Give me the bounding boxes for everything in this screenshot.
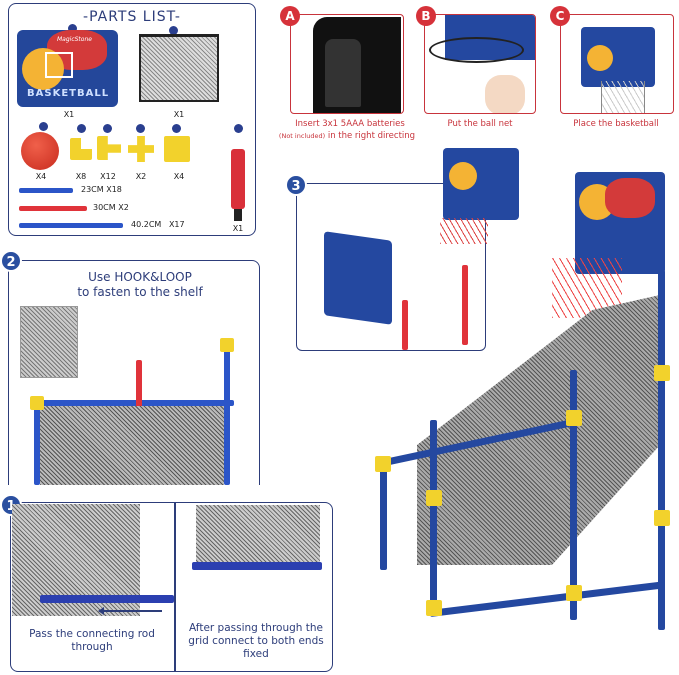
step-a-caption-line2: (Not included) in the right directing: [262, 131, 432, 141]
step-b-panel: [424, 14, 536, 114]
net-rod-image-right: [196, 505, 320, 569]
step-1-panel: [10, 502, 333, 672]
step-2-text-2: to fasten to the shelf: [77, 285, 203, 299]
net-image: [139, 34, 219, 102]
part-number-5: [103, 124, 112, 133]
step-2-text-1: Use HOOK&LOOP: [88, 270, 192, 284]
rod-30cm-length: 30CM: [93, 203, 116, 212]
rod-23cm-label: 23CM X18: [81, 185, 161, 194]
backboard-qty: X1: [63, 110, 75, 119]
step-b-badge: B: [416, 6, 436, 26]
rod-40cm-length: 40.2CM: [131, 220, 162, 229]
step-a-not-included: (Not included): [278, 132, 326, 140]
cross-qty: X2: [135, 172, 147, 181]
backboard-text: BASKETBALL: [27, 88, 110, 99]
rod-40cm-label: 40.2CM X17: [131, 220, 221, 229]
part-number-6: [136, 124, 145, 133]
tee-qty: X12: [100, 172, 116, 181]
corner-connector-image: [164, 136, 190, 162]
step-c-caption: Place the basketball: [573, 119, 659, 129]
connecting-rod-left: [40, 595, 174, 603]
elbow-connector-image: [70, 138, 92, 160]
ball-image: [21, 132, 59, 170]
parts-list-panel: -PARTS LIST- BASKETBALL MagicStone X1 X1…: [8, 3, 256, 236]
step-3-panel: [296, 183, 486, 351]
pump-qty: X1: [232, 224, 244, 233]
tee-connector-image: [97, 136, 121, 160]
step-1-divider: [174, 502, 176, 672]
connecting-rod-right: [192, 562, 322, 570]
rod-23cm-length: 23CM: [81, 185, 104, 194]
cross-connector-image: [128, 136, 154, 162]
step-1-right-caption: After passing through the grid connect t…: [188, 622, 324, 660]
rod-30cm-qty: X2: [118, 203, 129, 212]
rod-30cm: [19, 206, 87, 211]
part-number-3: [39, 122, 48, 131]
rod-23cm-qty: X18: [106, 185, 122, 194]
step-a-caption: Insert 3x1 5AAA batteries: [295, 119, 405, 129]
backboard-image: BASKETBALL MagicStone: [17, 30, 118, 107]
pump-image: [231, 149, 245, 209]
part-number-2: [169, 26, 178, 35]
step-3-backboard-top: [443, 148, 519, 220]
part-number-1: [68, 24, 77, 33]
elbow-qty: X8: [75, 172, 87, 181]
step-c-badge: C: [550, 6, 570, 26]
step-2-panel: [8, 260, 260, 485]
rod-30cm-label: 30CM X2: [93, 203, 173, 212]
assembled-arcade-image: [370, 170, 675, 670]
step-1-left-caption: Pass the connecting rod through: [29, 628, 155, 653]
step-b-caption: Put the ball net: [447, 119, 513, 129]
part-number-7: [172, 124, 181, 133]
part-number-8: [234, 124, 243, 133]
rod-23cm: [19, 188, 73, 193]
step-3-badge: 3: [285, 174, 307, 196]
ball-qty: X4: [35, 172, 47, 181]
backboard-brand: MagicStone: [57, 36, 92, 43]
hook-loop-image: [20, 306, 78, 378]
battery-compartment-image: [313, 17, 401, 113]
step-a-caption2: in the right directing: [327, 131, 416, 141]
corner-qty: X4: [173, 172, 185, 181]
step-a-badge: A: [280, 6, 300, 26]
parts-list-title: -PARTS LIST-: [83, 9, 181, 25]
net-qty: X1: [173, 110, 185, 119]
step-2-frame: [28, 338, 238, 485]
part-number-4: [77, 124, 86, 133]
rod-40cm-qty: X17: [168, 220, 185, 229]
arrow-left-icon: [98, 607, 162, 615]
main-backboard: [575, 172, 665, 274]
rod-40cm: [19, 223, 123, 228]
step-c-panel: [560, 14, 674, 114]
step-2-badge: 2: [0, 250, 22, 272]
step-a-panel: [290, 14, 404, 114]
